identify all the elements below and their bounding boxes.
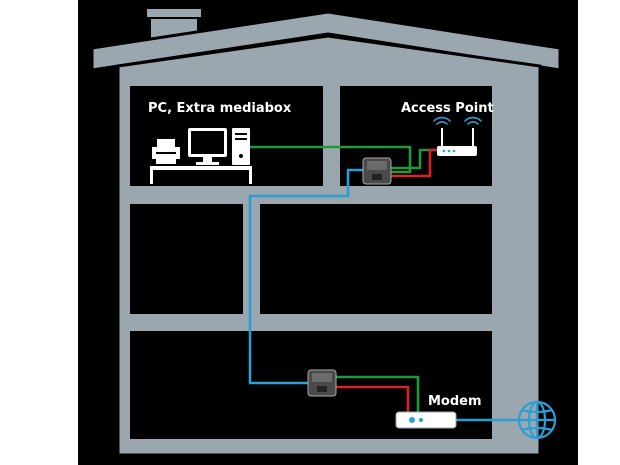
desk-leg-left [150,170,153,184]
coax-cable-up [248,168,368,385]
room-mid-right [260,204,492,314]
modem-icon [395,411,457,429]
monitor-icon [188,128,227,165]
desk [150,166,252,184]
printer-icon [152,139,180,164]
powerline-adapter-icon [362,157,392,185]
power-cable-modem [335,385,410,418]
label-access-point: Access Point [401,101,494,116]
pc-tower-icon [232,128,250,165]
room-mid-left [130,204,243,314]
cables [248,145,518,422]
power-cable-ap [389,148,440,178]
label-modem: Modem [428,394,482,409]
desk-leg-right [249,170,252,184]
label-pc-room: PC, Extra mediabox [148,101,292,116]
chimney-cap [145,7,203,19]
wifi-icon [433,116,482,125]
globe-icon [517,400,557,440]
desk-top [150,166,252,170]
ethernet-cable-pc [250,145,412,174]
ethernet-cable-modem [335,375,420,418]
powerline-adapter-icon-ground [307,369,337,397]
roof [90,10,562,72]
router-icon [437,128,477,156]
